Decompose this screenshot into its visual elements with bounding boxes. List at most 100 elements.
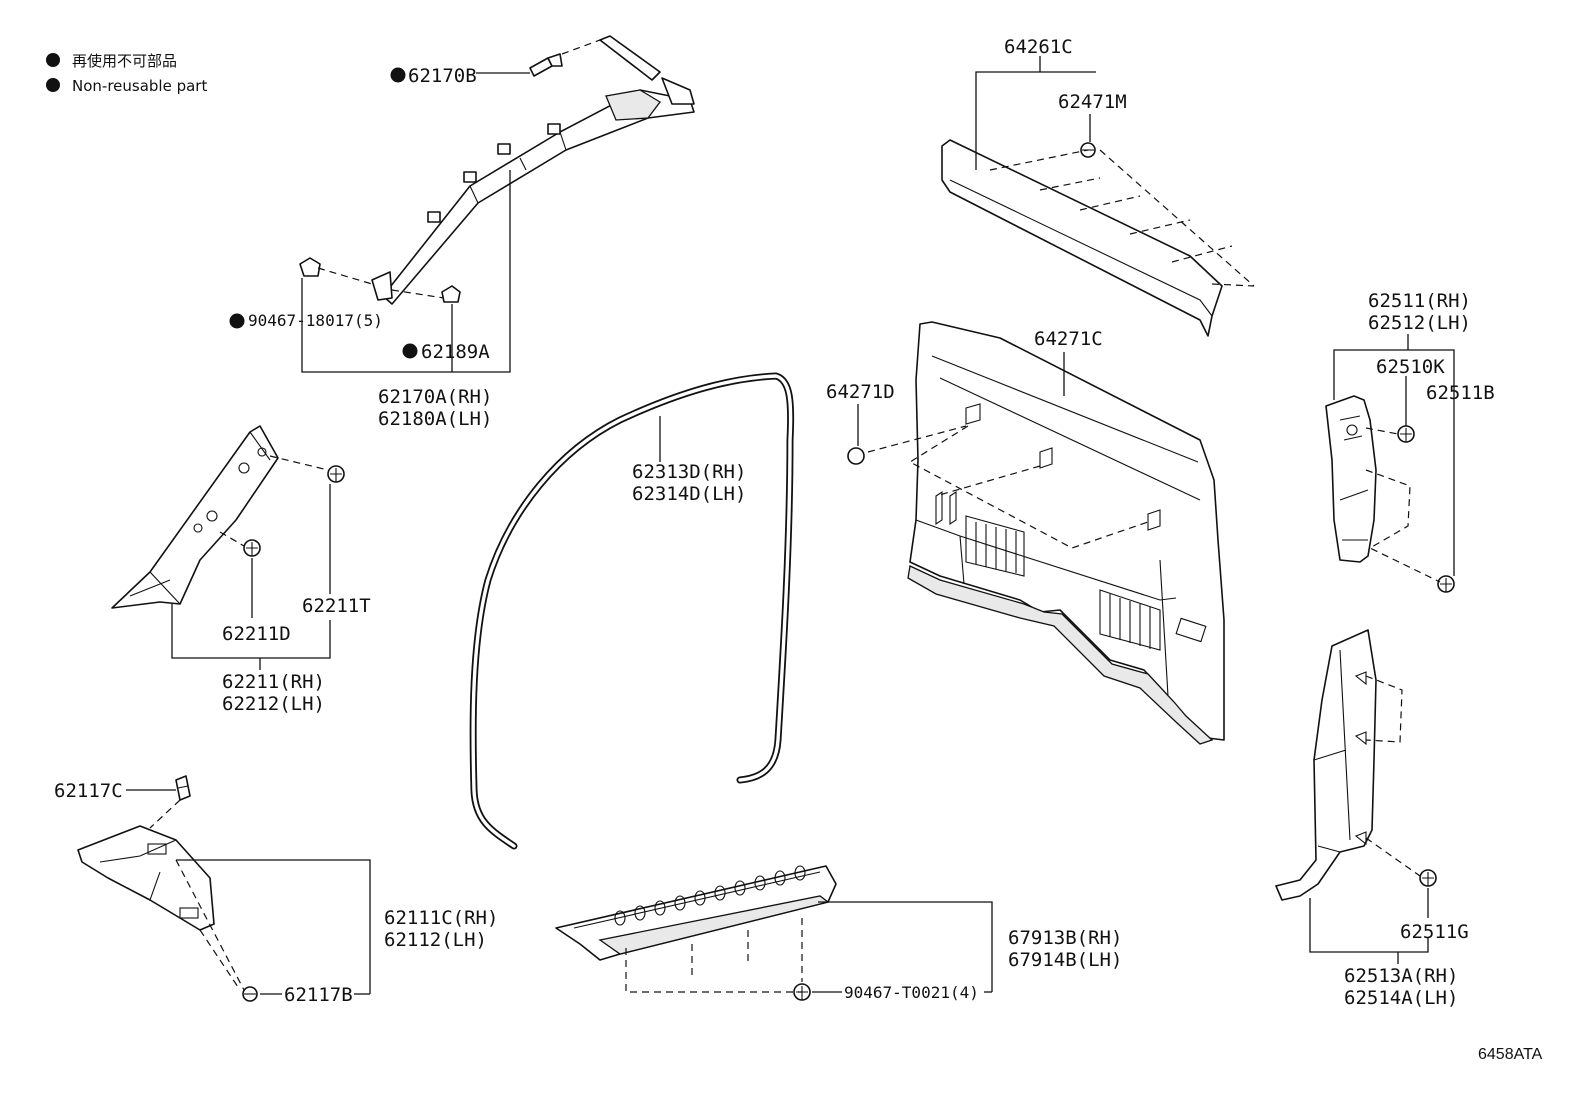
clip-64271D-icon bbox=[847, 447, 865, 465]
strip-lower-tab bbox=[371, 271, 393, 301]
bracket-leader bbox=[1309, 898, 1429, 953]
install-line bbox=[1099, 149, 1255, 287]
screw-62170B-icon bbox=[529, 53, 563, 77]
upper-back-panel-trim bbox=[941, 56, 1255, 337]
cowl-side-trim bbox=[77, 775, 371, 1002]
cowl-trim-part bbox=[77, 825, 215, 931]
mount-hole bbox=[238, 462, 250, 474]
label-67914B: 67914B(LH) bbox=[1008, 949, 1122, 971]
trim-board-clip-seats bbox=[965, 403, 1161, 531]
bracket-leader bbox=[818, 901, 993, 992]
grip-bracket-part bbox=[661, 77, 695, 105]
label-62112: 62112(LH) bbox=[384, 929, 487, 951]
label-64271C: 64271C bbox=[1034, 328, 1103, 350]
lower-garnish-part bbox=[111, 425, 279, 609]
weatherstrip-inner bbox=[471, 374, 793, 848]
non-reusable-dot-icon bbox=[46, 53, 60, 67]
mount-hole bbox=[193, 523, 203, 533]
trim-board-lower-step bbox=[907, 565, 1214, 745]
clip-62511B-icon bbox=[1437, 575, 1455, 593]
clip-62510K-icon bbox=[1397, 425, 1415, 443]
mount-hole bbox=[206, 510, 218, 522]
label-62512: 62512(LH) bbox=[1368, 312, 1471, 334]
clip-62117C-icon bbox=[175, 775, 191, 801]
install-line bbox=[1039, 177, 1255, 287]
non-reusable-dot-icon bbox=[402, 343, 418, 359]
label-62211D: 62211D bbox=[222, 623, 291, 645]
bracket-leader bbox=[301, 170, 511, 373]
door-opening-weatherstrip bbox=[469, 372, 795, 850]
install-line bbox=[935, 465, 1041, 497]
label-62117C: 62117C bbox=[54, 780, 123, 802]
install-line bbox=[391, 289, 445, 299]
lower-garnish-detail bbox=[129, 431, 271, 605]
speaker-grille bbox=[965, 515, 1025, 577]
install-line bbox=[175, 859, 245, 991]
bracket-leader bbox=[171, 604, 331, 659]
label-90467-18017: 90467-18017(5) bbox=[248, 311, 383, 330]
label-62189A: 62189A bbox=[421, 341, 490, 363]
label-62313D: 62313D(RH) bbox=[632, 461, 746, 483]
install-line bbox=[1365, 427, 1399, 435]
bracket-leader bbox=[1333, 349, 1455, 576]
upper-trim-part bbox=[941, 139, 1223, 337]
front-pillar-garnish-assembly bbox=[299, 35, 695, 373]
install-line bbox=[561, 39, 601, 55]
label-62212: 62212(LH) bbox=[222, 693, 325, 715]
upper-trim-edge bbox=[949, 179, 1213, 317]
strip-clip-part bbox=[463, 171, 477, 183]
clip-62117B-icon bbox=[242, 986, 258, 1002]
garnish-strip-part bbox=[382, 89, 695, 305]
clip-62189A-icon bbox=[441, 285, 461, 303]
mount-hole bbox=[257, 447, 267, 457]
garnish-strip-detail bbox=[469, 131, 567, 204]
door-scuff-plate bbox=[555, 865, 993, 1001]
clip-90467-18017-icon bbox=[299, 257, 321, 277]
install-line bbox=[219, 531, 245, 547]
label-62117B: 62117B bbox=[284, 984, 353, 1006]
cowl-trim-slot bbox=[179, 907, 199, 919]
trim-board-slot bbox=[1175, 617, 1207, 643]
label-62511B: 62511B bbox=[1426, 382, 1495, 404]
install-line bbox=[867, 425, 967, 453]
legend-text-en: Non-reusable part bbox=[72, 77, 207, 95]
garnish-end-cap bbox=[605, 89, 661, 121]
install-line bbox=[317, 267, 373, 285]
label-62511: 62511(RH) bbox=[1368, 290, 1471, 312]
clip-62211T-icon bbox=[327, 465, 345, 483]
back-panel-trim-board bbox=[847, 321, 1225, 745]
lower-center-garnish-part bbox=[1275, 629, 1377, 901]
upper-center-garnish-part bbox=[1325, 395, 1377, 563]
label-62510K: 62510K bbox=[1376, 356, 1445, 378]
label-62513A: 62513A(RH) bbox=[1344, 965, 1458, 987]
mount-hole bbox=[1346, 424, 1358, 436]
label-62511G: 62511G bbox=[1400, 921, 1469, 943]
label-67913B: 67913B(RH) bbox=[1008, 927, 1122, 949]
label-62170A: 62170A(RH) bbox=[378, 386, 492, 408]
install-line bbox=[269, 455, 329, 471]
trim-board-tabs bbox=[935, 490, 957, 526]
lower-center-garnish-detail bbox=[1313, 649, 1351, 853]
legend-text-ja: 再使用不可部品 bbox=[72, 52, 177, 70]
non-reusable-dot-icon bbox=[390, 67, 406, 83]
label-64261C: 64261C bbox=[1004, 36, 1073, 58]
bracket-leader bbox=[975, 71, 1096, 170]
bracket-leader bbox=[176, 859, 371, 994]
label-62514A: 62514A(LH) bbox=[1344, 987, 1458, 1009]
strip-clip-part bbox=[547, 123, 561, 135]
grip-rod-part bbox=[599, 35, 661, 81]
trim-board-detail bbox=[915, 355, 1201, 697]
label-90467-T0021: 90467-T0021(4) bbox=[844, 983, 979, 1002]
center-pillar-upper-garnish bbox=[1325, 334, 1455, 593]
label-64271D: 64271D bbox=[826, 381, 895, 403]
vent-grille bbox=[1099, 589, 1161, 651]
label-62211T: 62211T bbox=[302, 595, 371, 617]
center-pillar-lower-garnish bbox=[1275, 629, 1437, 964]
install-line bbox=[1365, 675, 1403, 743]
non-reusable-dot-icon bbox=[229, 313, 245, 329]
install-line bbox=[199, 929, 241, 991]
install-line bbox=[625, 948, 802, 993]
upper-center-garnish-detail bbox=[1339, 415, 1369, 541]
